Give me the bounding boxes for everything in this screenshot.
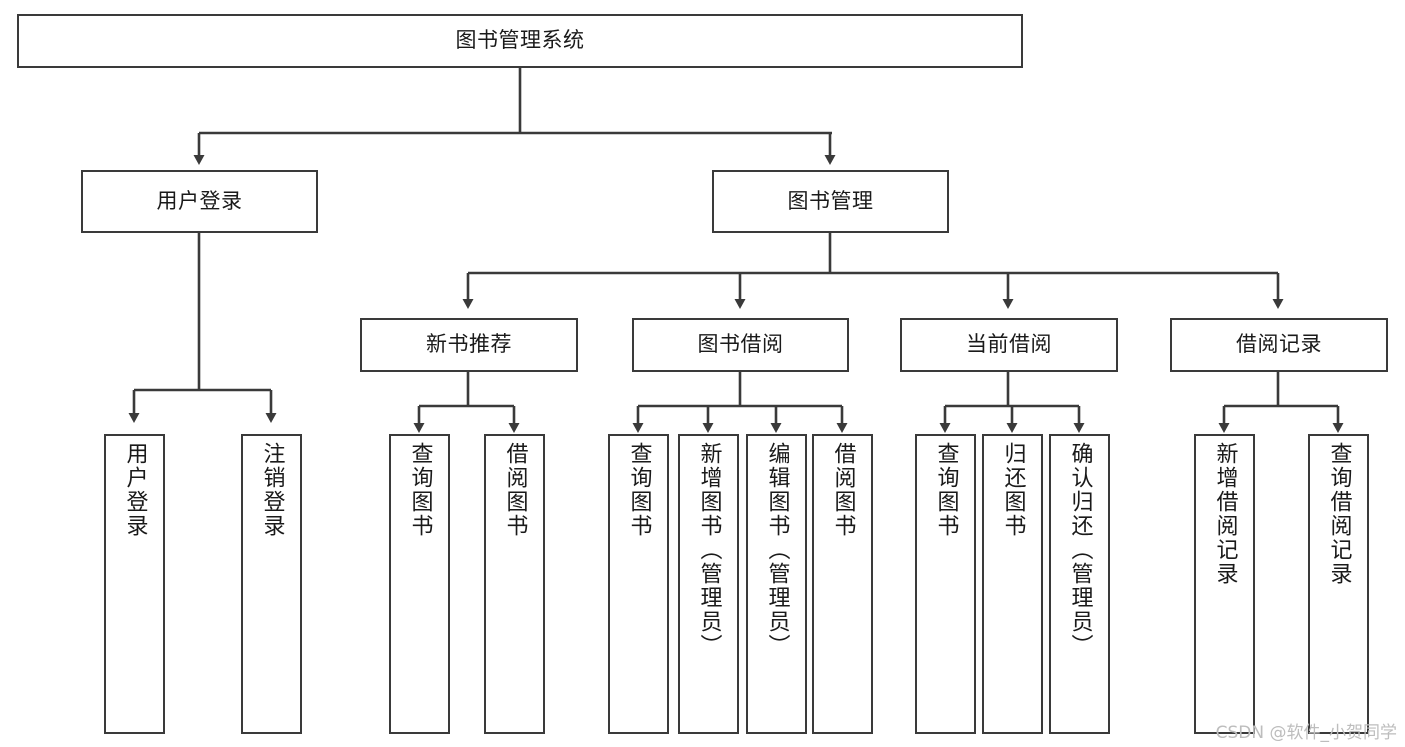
node-leaf-query-book-2[interactable]: 查询图书 — [608, 434, 669, 734]
node-new-book-recommend[interactable]: 新书推荐 — [360, 318, 578, 372]
node-leaf-edit-book-label: 编辑图书（管理员） — [764, 442, 790, 658]
node-leaf-query-book-1[interactable]: 查询图书 — [389, 434, 450, 734]
node-borrow-record-label: 借阅记录 — [1236, 332, 1322, 357]
node-leaf-user-login-label: 用户登录 — [122, 442, 148, 538]
node-leaf-query-book-3-label: 查询图书 — [933, 442, 959, 538]
node-book-borrow[interactable]: 图书借阅 — [632, 318, 849, 372]
node-leaf-query-book-1-label: 查询图书 — [407, 442, 433, 538]
node-leaf-add-book-label: 新增图书（管理员） — [696, 442, 722, 658]
node-leaf-logout-login-label: 注销登录 — [259, 442, 285, 538]
node-book-manage-label: 图书管理 — [787, 188, 874, 213]
node-leaf-user-login[interactable]: 用户登录 — [104, 434, 165, 734]
node-leaf-confirm-return[interactable]: 确认归还（管理员） — [1049, 434, 1110, 734]
node-new-book-recommend-label: 新书推荐 — [426, 332, 512, 357]
watermark: CSDN @软件_小贺同学 — [1215, 723, 1397, 743]
node-user-login[interactable]: 用户登录 — [81, 170, 318, 233]
node-leaf-borrow-book-1-label: 借阅图书 — [502, 442, 528, 538]
node-book-borrow-label: 图书借阅 — [697, 332, 784, 357]
node-leaf-query-record-label: 查询借阅记录 — [1326, 442, 1352, 586]
node-current-borrow-label: 当前借阅 — [966, 332, 1052, 357]
node-user-login-label: 用户登录 — [156, 188, 243, 213]
node-borrow-record[interactable]: 借阅记录 — [1170, 318, 1388, 372]
node-book-manage[interactable]: 图书管理 — [712, 170, 949, 233]
node-leaf-add-record[interactable]: 新增借阅记录 — [1194, 434, 1255, 734]
node-root-label: 图书管理系统 — [455, 28, 585, 53]
node-leaf-query-record[interactable]: 查询借阅记录 — [1308, 434, 1369, 734]
node-leaf-borrow-book-2-label: 借阅图书 — [830, 442, 856, 538]
node-leaf-query-book-3[interactable]: 查询图书 — [915, 434, 976, 734]
node-leaf-add-record-label: 新增借阅记录 — [1212, 442, 1238, 586]
node-leaf-return-book[interactable]: 归还图书 — [982, 434, 1043, 734]
node-leaf-borrow-book-1[interactable]: 借阅图书 — [484, 434, 545, 734]
node-leaf-confirm-return-label: 确认归还（管理员） — [1067, 442, 1093, 658]
node-leaf-query-book-2-label: 查询图书 — [626, 442, 652, 538]
node-leaf-add-book[interactable]: 新增图书（管理员） — [678, 434, 739, 734]
node-leaf-borrow-book-2[interactable]: 借阅图书 — [812, 434, 873, 734]
node-root[interactable]: 图书管理系统 — [17, 14, 1023, 68]
node-leaf-return-book-label: 归还图书 — [1000, 442, 1026, 538]
node-leaf-logout-login[interactable]: 注销登录 — [241, 434, 302, 734]
node-leaf-edit-book[interactable]: 编辑图书（管理员） — [746, 434, 807, 734]
node-current-borrow[interactable]: 当前借阅 — [900, 318, 1118, 372]
